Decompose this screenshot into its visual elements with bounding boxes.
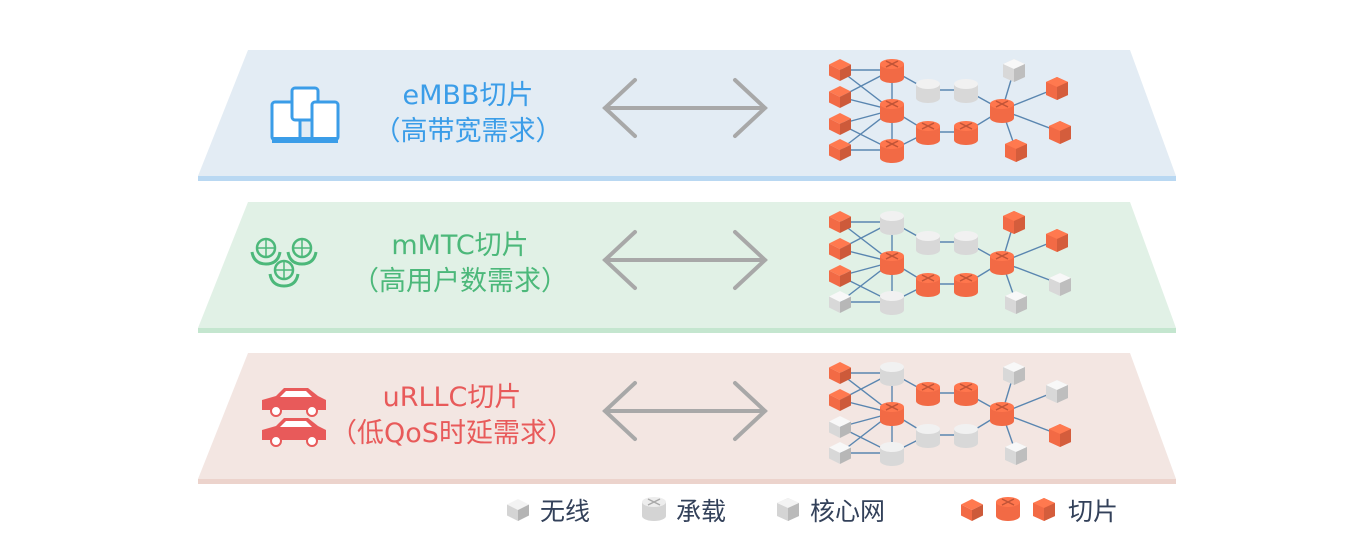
iot-globe-hands-icon: [250, 237, 318, 288]
bearer-node-slice: [954, 273, 978, 297]
mmtc-double-arrow-icon: [602, 230, 768, 290]
devices-icon: [270, 86, 340, 143]
core-node: [1005, 291, 1027, 314]
embb-name: eMBB切片: [402, 80, 534, 111]
wireless-node: [829, 291, 851, 313]
wireless-node-slice: [829, 139, 851, 161]
bearer-node: [880, 442, 904, 466]
wireless-node-slice: [829, 389, 851, 411]
urllc-double-arrow-icon: [602, 381, 768, 441]
wireless-node-slice: [829, 59, 851, 81]
embb-title: eMBB切片 （高带宽需求）: [338, 78, 598, 150]
legend-slice-cube-icon: [961, 499, 983, 521]
mmtc-name: mMTC切片: [391, 230, 529, 261]
embb-requirement: （高带宽需求）: [373, 116, 563, 147]
core-node: [1003, 362, 1025, 385]
core-node-slice: [1049, 424, 1071, 447]
wireless-node-slice: [829, 362, 851, 384]
bearer-node: [954, 79, 978, 103]
cars-icon: [262, 388, 326, 447]
bearer-node-slice: [954, 121, 978, 145]
wireless-node: [829, 442, 851, 464]
bearer-node: [916, 424, 940, 448]
wireless-node-slice: [829, 113, 851, 135]
legend-bearer-cylinder-icon: [642, 497, 666, 521]
mmtc-network: [829, 211, 1071, 315]
urllc-name: uRLLC切片: [382, 382, 522, 413]
legend-core-hexagon-icon: [777, 498, 799, 521]
legend-slice-label: 切片: [1068, 497, 1119, 526]
bearer-node-slice: [880, 402, 904, 426]
bearer-node-slice: [954, 382, 978, 406]
bearer-node: [954, 231, 978, 255]
embb-plane-edge: [198, 176, 1176, 181]
core-node: [1049, 273, 1071, 296]
bearer-node: [954, 424, 978, 448]
legend-core-label: 核心网: [810, 497, 886, 526]
mmtc-requirement: （高用户数需求）: [352, 266, 568, 297]
core-node: [1003, 59, 1025, 82]
core-node-slice: [1005, 139, 1027, 162]
bearer-node-slice: [990, 251, 1014, 275]
bearer-node-slice: [916, 382, 940, 406]
core-node-slice: [1046, 229, 1068, 252]
bearer-node: [880, 362, 904, 386]
bearer-node-slice: [990, 99, 1014, 123]
legend-wireless-cube-icon: [507, 499, 529, 521]
legend: [507, 497, 1055, 521]
core-node-slice: [1003, 211, 1025, 234]
bearer-node: [916, 231, 940, 255]
urllc-title: uRLLC切片 （低QoS时延需求）: [322, 380, 582, 452]
layer-urllc: [198, 353, 1176, 484]
bearer-node-slice: [880, 251, 904, 275]
mmtc-plane-edge: [198, 328, 1176, 333]
bearer-node: [880, 211, 904, 235]
core-node-slice: [1046, 77, 1068, 100]
bearer-node-slice: [880, 59, 904, 83]
bearer-node-slice: [990, 402, 1014, 426]
bearer-node-slice: [880, 99, 904, 123]
urllc-requirement: （低QoS时延需求）: [330, 418, 574, 449]
bearer-node: [916, 79, 940, 103]
urllc-network: [829, 362, 1071, 466]
core-node: [1005, 442, 1027, 465]
core-node: [1046, 380, 1068, 403]
core-node-slice: [1049, 121, 1071, 144]
wireless-node-slice: [829, 238, 851, 260]
bearer-node-slice: [880, 139, 904, 163]
urllc-plane-edge: [198, 479, 1176, 484]
mmtc-title: mMTC切片 （高用户数需求）: [330, 228, 590, 300]
bearer-node-slice: [916, 121, 940, 145]
wireless-node-slice: [829, 265, 851, 287]
layer-mmtc: [198, 202, 1176, 333]
wireless-node-slice: [829, 86, 851, 108]
legend-wireless-label: 无线: [540, 497, 591, 526]
legend-bearer-label: 承载: [676, 497, 727, 526]
wireless-node: [829, 416, 851, 438]
bearer-node-slice: [916, 273, 940, 297]
wireless-node-slice: [829, 211, 851, 233]
legend-slice-hexagon-icon: [1033, 498, 1055, 521]
embb-double-arrow-icon: [602, 78, 768, 138]
bearer-node: [880, 291, 904, 315]
embb-network: [829, 59, 1071, 163]
legend-slice-cylinder-icon: [996, 497, 1020, 521]
layer-embb: [198, 50, 1176, 181]
